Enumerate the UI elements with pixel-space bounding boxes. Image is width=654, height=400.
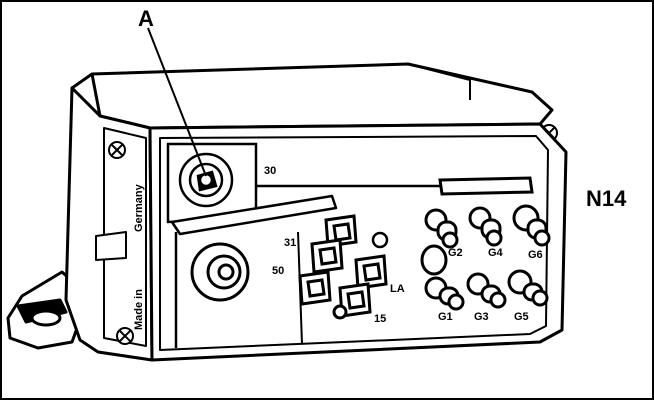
terminal-label-15: 15 [374,313,386,325]
callout-label-a: A [138,6,154,31]
blade-terminal-15 [332,282,372,320]
side-text-germany: Germany [133,183,145,232]
blade-terminal-50b [298,270,332,306]
terminal-label-31: 31 [284,237,296,249]
terminal-30-compartment [166,142,530,224]
terminal-label-g5: G5 [514,311,529,323]
component-label-n14: N14 [586,186,627,211]
glow-plug-terminal-g3 [466,272,507,309]
terminal-label-la: LA [390,283,405,295]
blade-terminal-50 [310,238,344,274]
compartment-divider [170,194,338,348]
callout-leader-line [147,27,207,177]
side-text-made-in: Made in [133,289,145,330]
glow-plug-terminal-g6 [512,204,551,247]
terminal-label-g1: G1 [438,311,453,323]
glow-plug-terminal-g5 [507,269,549,307]
screw-icon [108,141,126,159]
glow-plug-terminal-g1 [420,244,465,311]
main-connector [190,242,250,302]
g-slot-bar [438,176,534,196]
terminal-label-g6: G6 [528,249,543,261]
screw-icon [116,327,134,345]
terminal-label-g4: G4 [488,247,504,259]
terminal-label-30: 30 [264,165,276,177]
blade-terminal-31 [324,214,358,248]
glow-plug-terminal-g4 [468,206,503,247]
terminal-label-50: 50 [272,265,284,277]
blade-terminal-la [354,254,388,290]
indicator-hole [371,231,389,249]
terminal-label-g3: G3 [474,311,489,323]
glow-plug-terminal-g2 [424,208,459,249]
housing-left-side [64,86,154,362]
terminal-label-g2: G2 [448,247,463,259]
